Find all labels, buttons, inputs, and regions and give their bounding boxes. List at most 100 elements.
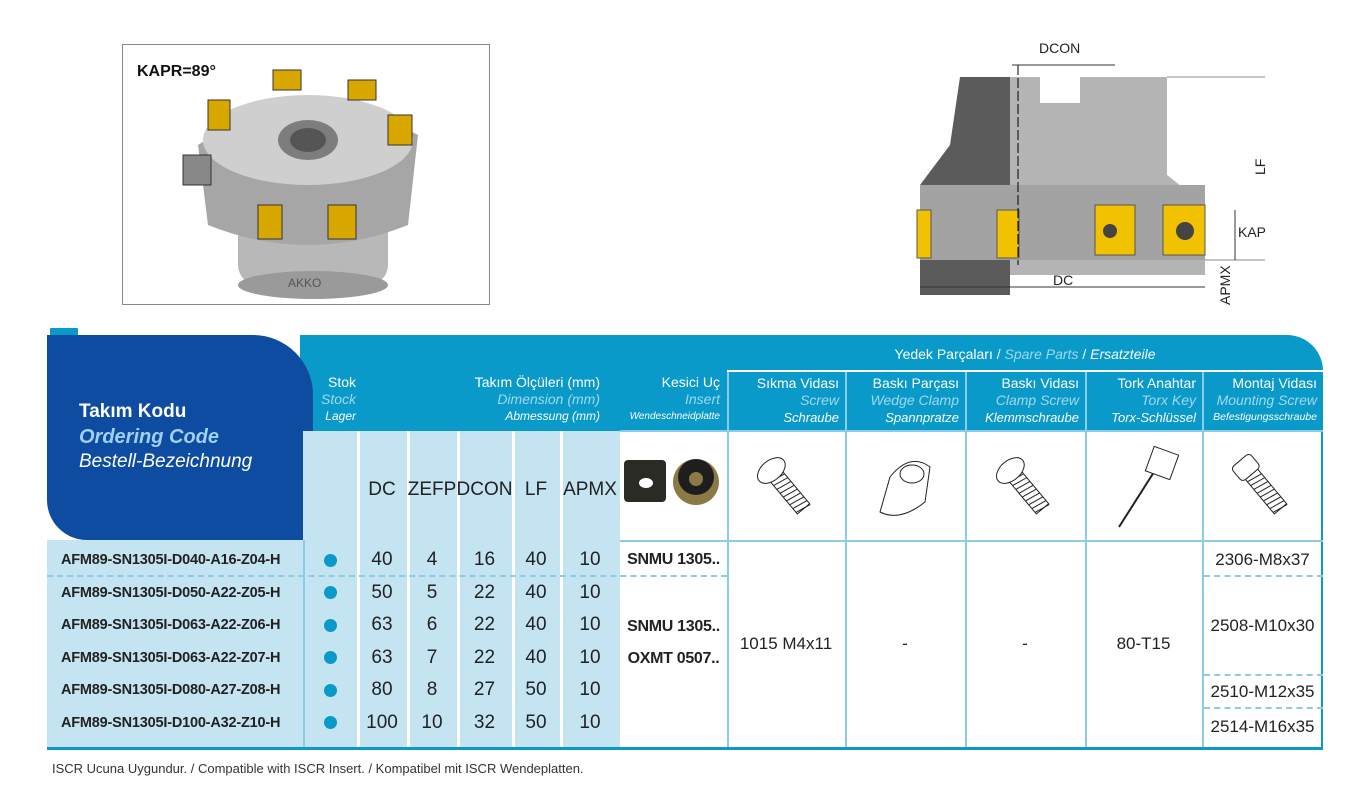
- row-divider: [1204, 674, 1323, 676]
- in-stock-dot-icon: [323, 651, 337, 664]
- mounting-screw-icon: [1231, 453, 1288, 515]
- milling-cutter-image: AKKO: [182, 69, 418, 299]
- table-header-band: [300, 335, 1323, 431]
- ordering-code[interactable]: AFM89-SN1305I-D040-A16-Z04-H: [61, 552, 281, 568]
- lf-value: 40: [525, 646, 547, 668]
- column-divider: [1085, 372, 1087, 747]
- dcon-value: 22: [473, 646, 496, 668]
- stock-indicator: [303, 544, 357, 576]
- dcon-value: 22: [473, 614, 496, 635]
- insert-en: Insert: [684, 391, 720, 407]
- row-divider: [47, 575, 727, 577]
- spare-col-tr: Tork Anahtar: [1117, 375, 1196, 391]
- divider: [620, 540, 1323, 542]
- lf-value: 40: [525, 549, 547, 570]
- ordering-code[interactable]: AFM89-SN1305I-D050-A22-Z05-H: [61, 584, 281, 601]
- ordering-tr: Takım Kodu: [79, 401, 187, 422]
- clamp-screw-value: -: [1022, 633, 1028, 653]
- clamp-screw-icon: [996, 457, 1050, 515]
- dimension-de: Abmessung (mm): [505, 409, 600, 423]
- spare-col-tr: Montaj Vidası: [1232, 375, 1317, 391]
- ordering-code[interactable]: AFM89-SN1305I-D080-A27-Z08-H: [61, 682, 281, 698]
- spare-col-en: Clamp Screw: [995, 392, 1079, 408]
- column-divider: [965, 372, 967, 747]
- column-divider: [407, 431, 410, 747]
- lf-value: 40: [525, 581, 547, 603]
- stock-de: Lager: [325, 409, 356, 423]
- zefp-value: 10: [421, 711, 443, 733]
- column-divider: [303, 540, 305, 747]
- in-stock-dot-icon: [323, 716, 337, 729]
- spare-col-tr: Baskı Vidası: [1001, 375, 1079, 391]
- dim-header-area: [303, 431, 620, 540]
- zefp-value: 7: [426, 646, 438, 668]
- spare-col-tr: Baskı Parçası: [872, 375, 959, 391]
- apmx-value: 10: [579, 646, 601, 668]
- insert-image: [624, 459, 719, 505]
- row-divider: [1204, 575, 1323, 577]
- spare-parts-header: Yedek Parçaları / Spare Parts / Ersatzte…: [727, 346, 1323, 362]
- dim-col-header: DC: [368, 479, 396, 500]
- apmx-value: 10: [579, 711, 601, 733]
- dcon-label: DCON: [1039, 40, 1080, 56]
- spare-col-de: Spannpratze: [885, 410, 959, 425]
- ordering-code-header: Takım Kodu Ordering Code Bestell-Bezeich…: [47, 335, 313, 540]
- sep: /: [1082, 346, 1087, 362]
- column-divider: [512, 431, 515, 747]
- ordering-code[interactable]: AFM89-SN1305I-D063-A22-Z07-H: [61, 649, 281, 666]
- dc-value: 100: [366, 711, 398, 733]
- spare-col-de: Torx-Schlüssel: [1111, 410, 1196, 425]
- row-divider: [1204, 707, 1323, 709]
- zefp-value: 4: [426, 549, 438, 570]
- column-divider: [457, 431, 460, 747]
- zefp-value: 5: [426, 581, 438, 603]
- sep: /: [996, 346, 1001, 362]
- dimension-header: Takım Ölçüleri (mm) Dimension (mm) Abmes…: [360, 374, 600, 425]
- apmx-value: 10: [579, 614, 601, 635]
- spare-col-header: Sıkma Vidası Screw Schraube: [731, 375, 839, 426]
- product-photo: KAPR=89° AKKO: [122, 44, 490, 305]
- apmx-value: 10: [579, 581, 601, 603]
- stock-indicator: [303, 609, 357, 641]
- divider: [620, 430, 1323, 432]
- stock-header: Stok Stock Lager: [303, 374, 356, 425]
- dimension-en: Dimension (mm): [497, 391, 600, 407]
- lf-value: 40: [525, 614, 547, 635]
- data-area: [47, 540, 620, 748]
- dim-col-header: ZEFP: [407, 479, 457, 500]
- column-divider: [560, 431, 563, 747]
- column-divider: [727, 372, 729, 747]
- ordering-code[interactable]: AFM89-SN1305I-D100-A32-Z10-H: [61, 714, 281, 731]
- spare-col-de: Schraube: [783, 410, 839, 425]
- ordering-en: Ordering Code: [79, 426, 220, 448]
- insert-de: Wendeschneidplatte: [629, 411, 720, 422]
- spare-col-de: Befestigungsschraube: [1213, 411, 1317, 423]
- screw-value: 1015 M4x11: [739, 633, 833, 653]
- in-stock-dot-icon: [323, 553, 337, 567]
- dimension-tr: Takım Ölçüleri (mm): [474, 374, 600, 390]
- column-divider: [845, 372, 847, 747]
- lf-label: LF: [1252, 159, 1265, 175]
- footer-note: ISCR Ucuna Uygundur. / Compatible with I…: [52, 761, 584, 776]
- ordering-de: Bestell-Bezeichnung: [79, 451, 253, 472]
- ordering-code[interactable]: AFM89-SN1305I-D063-A22-Z06-H: [61, 617, 281, 633]
- torx-key-icon: [1117, 445, 1179, 528]
- dcon-value: 22: [473, 581, 496, 603]
- lf-value: 50: [525, 679, 547, 700]
- mounting-value: 2510-M12x35: [1210, 681, 1315, 701]
- spare-en: Spare Parts: [1004, 346, 1079, 362]
- spare-col-header: Baskı Parçası Wedge Clamp Spannpratze: [849, 375, 959, 426]
- parts-area: [620, 431, 1323, 748]
- torx-key-value: 80-T15: [1116, 633, 1171, 653]
- table-bottom-border: [47, 747, 1323, 750]
- stock-indicator: [303, 577, 357, 609]
- mounting-value: 2306-M8x37: [1215, 550, 1310, 569]
- dc-value: 63: [371, 646, 393, 668]
- apmx-value: 10: [579, 549, 601, 570]
- spare-col-de: Klemmschraube: [985, 410, 1079, 425]
- stock-tr: Stok: [327, 374, 356, 390]
